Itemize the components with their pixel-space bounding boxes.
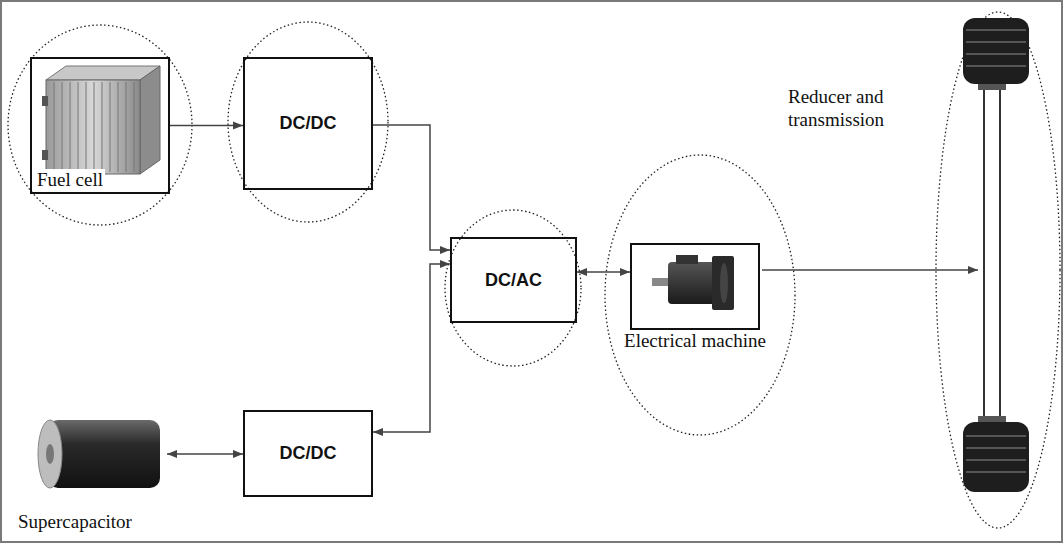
machine-box: Electrical machine: [630, 243, 760, 330]
supercapacitor-picture: [38, 420, 160, 488]
node-text: DC/DC: [280, 443, 337, 464]
drive-arrow: [762, 269, 978, 271]
node-text: Electrical machine: [624, 330, 766, 352]
converter-box: DC/DC: [243, 410, 373, 497]
node-text: Fuel cell: [35, 169, 105, 191]
axle-and-wheels: [963, 18, 1029, 492]
group-ellipses: [8, 12, 1060, 528]
converter-box: DC/DC: [243, 57, 373, 190]
node-text: DC/AC: [485, 270, 542, 291]
motor-picture: [652, 255, 734, 310]
connector: [577, 271, 630, 273]
node-text: DC/DC: [280, 113, 337, 134]
connector: [170, 125, 243, 127]
fuel-cell-picture: [42, 66, 160, 174]
node-text: Supercapacitor: [18, 511, 132, 533]
inverter-box: DC/AC: [450, 237, 577, 323]
transmission-label: Reducer and transmission: [788, 86, 938, 132]
fuel-cell-box: Fuel cell: [30, 57, 170, 194]
connector: [373, 125, 450, 250]
connector: [167, 453, 243, 455]
connector: [373, 264, 450, 432]
supercapacitor-node: Supercapacitor: [22, 405, 167, 497]
